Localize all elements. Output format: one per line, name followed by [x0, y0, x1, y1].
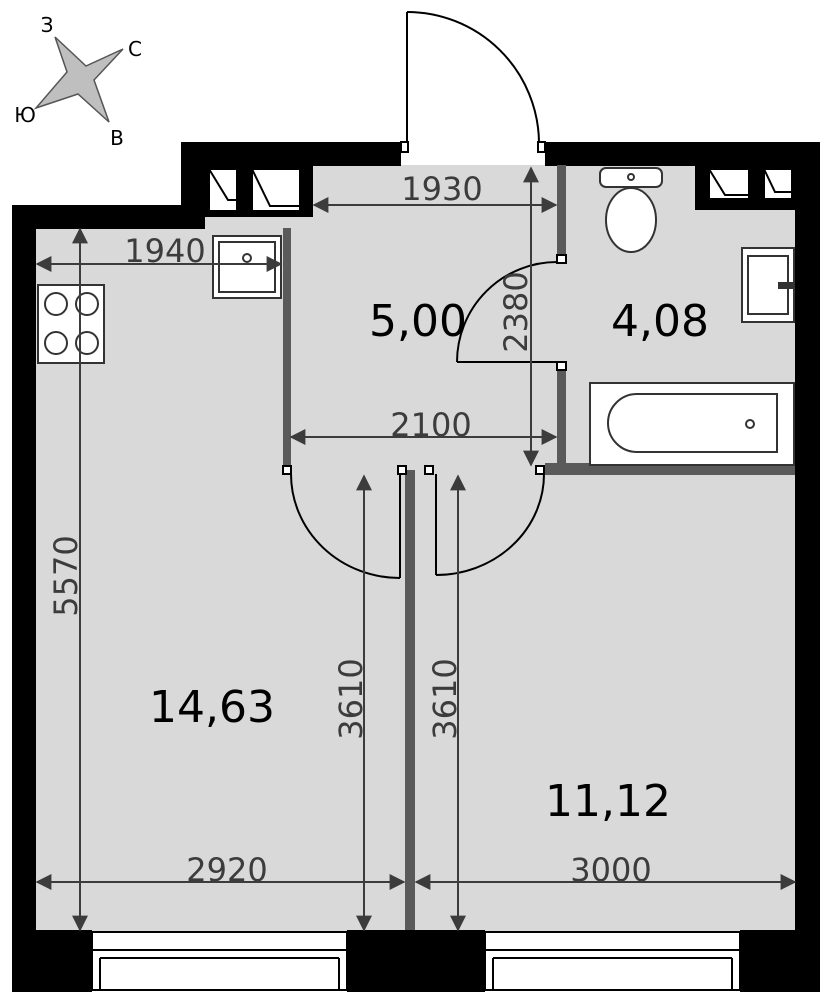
area-hall: 5,00 — [369, 296, 467, 347]
dim-hall-depth: 2380 — [497, 271, 535, 352]
doors — [282, 11, 567, 579]
compass-west: З — [41, 13, 54, 37]
dim-bedroom-width: 3000 — [570, 851, 651, 889]
dim-living-width: 2920 — [186, 851, 267, 889]
exterior-walls — [12, 142, 820, 992]
dim-kitchen-width: 1940 — [124, 232, 205, 270]
compass-rose: З С Ю В — [14, 13, 142, 150]
floor-area — [36, 165, 795, 935]
windows — [91, 931, 741, 991]
area-bedroom: 11,12 — [545, 776, 671, 827]
bathtub — [589, 382, 795, 466]
area-bathroom: 4,08 — [611, 296, 709, 347]
compass-star-icon — [33, 36, 124, 123]
compass-north: С — [128, 37, 142, 61]
dim-living-door-depth: 3610 — [332, 658, 370, 739]
stove — [37, 284, 105, 364]
dimension-lines — [35, 166, 797, 932]
toilet — [599, 167, 663, 253]
dim-hall-width: 1930 — [401, 170, 482, 208]
dimension-labels: 1930 1940 2380 2100 5570 3610 3610 2920 … — [47, 170, 652, 889]
ventilation-shafts — [208, 168, 793, 212]
area-living-room: 14,63 — [149, 682, 275, 733]
bathroom-sink — [741, 247, 795, 323]
room-areas: 14,63 5,00 4,08 11,12 — [149, 296, 709, 827]
dim-living-depth: 5570 — [47, 535, 85, 616]
dim-corridor-width: 2100 — [390, 406, 471, 444]
dim-bedroom-depth: 3610 — [426, 658, 464, 739]
compass-south: Ю — [14, 103, 36, 127]
compass-east: В — [110, 126, 124, 150]
kitchen-sink — [212, 235, 282, 299]
